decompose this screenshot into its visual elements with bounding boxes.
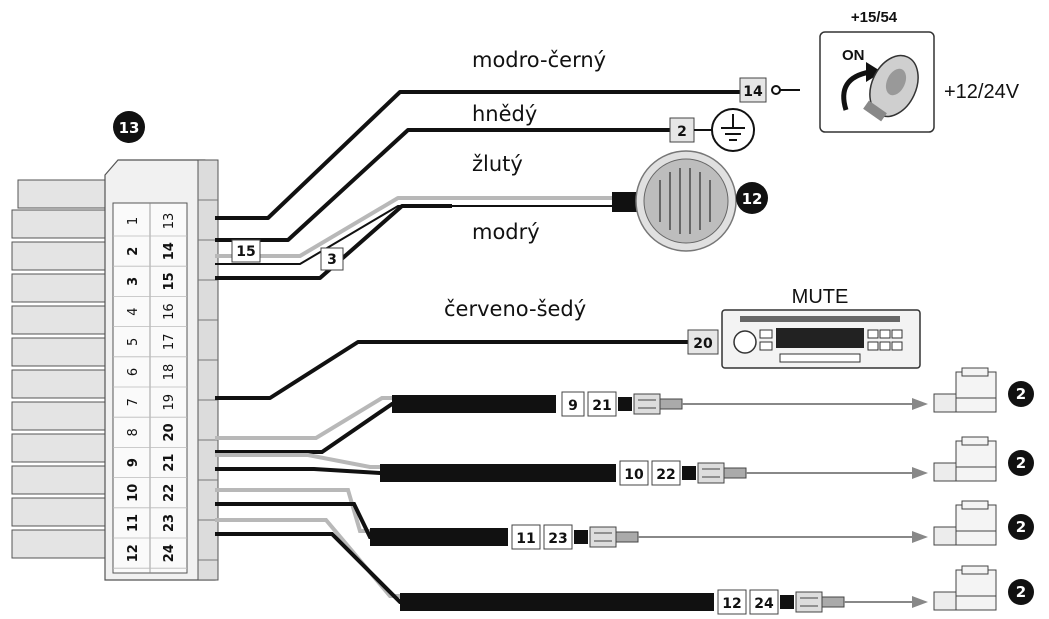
ground-icon xyxy=(694,108,755,152)
tag-15: 15 xyxy=(236,244,255,260)
harness-tag-b: 24 xyxy=(754,596,774,612)
sensor-harness: 11 23 2 xyxy=(215,488,1034,550)
arrow-head xyxy=(912,531,928,543)
sensor-plug-icon xyxy=(933,565,997,611)
tag-14: 14 xyxy=(743,84,763,100)
arrow-head xyxy=(912,398,928,410)
wire-label-red-grey: červeno-šedý xyxy=(444,297,586,321)
cable-sheath xyxy=(400,593,714,611)
connector-pin-label: 7 xyxy=(126,398,141,406)
harness-tag-b: 21 xyxy=(592,398,611,414)
connector-pins: 1 13 2 14 3 15 4 16 5 17 6 18 7 19 8 20 9 21 10 22 11 23 12 24 xyxy=(113,213,187,569)
connector-pin-label: 12 xyxy=(126,544,141,562)
wire-label-blue-black: modro-černý xyxy=(472,48,606,72)
tag-2: 2 xyxy=(677,124,687,140)
connector-pin-label: 18 xyxy=(162,364,177,381)
radio-unit: MUTE xyxy=(721,286,921,369)
connector-pin-label: 14 xyxy=(162,242,177,260)
connector-pin-label: 17 xyxy=(162,334,177,351)
harness-tag-a: 11 xyxy=(516,531,535,547)
sensor-plug-icon xyxy=(933,367,997,413)
connector-pin-label: 19 xyxy=(162,394,177,411)
radio-mute-label: MUTE xyxy=(792,286,849,308)
cable-sheath xyxy=(392,395,556,413)
connector-housing xyxy=(11,159,219,581)
harness-tag-a: 10 xyxy=(624,467,644,483)
tag-3: 3 xyxy=(327,252,337,268)
connector-pin-label: 11 xyxy=(126,514,141,532)
connector-pin-label: 1 xyxy=(126,217,141,225)
ignition-switch: +15/54 ON +12/24V xyxy=(819,9,1020,133)
key-icon xyxy=(863,54,919,122)
tag-20: 20 xyxy=(693,336,713,352)
connector-pin-label: 16 xyxy=(162,303,177,320)
buzzer: 12 xyxy=(612,150,768,252)
connector-pin-label: 22 xyxy=(162,484,177,502)
sensor-harness: 9 21 2 xyxy=(215,367,1034,454)
connector-pin-label: 3 xyxy=(126,277,141,286)
connector-badge-label: 13 xyxy=(119,119,140,137)
sensor-badge xyxy=(1008,381,1034,407)
sensor-badge-label: 2 xyxy=(1016,385,1026,403)
sensor-badge-label: 2 xyxy=(1016,454,1026,472)
wire-label-brown: hnědý xyxy=(472,102,537,126)
sensor-badge-label: 2 xyxy=(1016,583,1026,601)
wire-labels: modro-černý hnědý žlutý modrý červeno-še… xyxy=(444,48,606,321)
sensor-badge-label: 2 xyxy=(1016,518,1026,536)
cable-sheath xyxy=(370,528,508,546)
buzzer-badge-label: 12 xyxy=(742,190,763,208)
connector-pin-label: 15 xyxy=(162,272,177,290)
wire-label-yellow: žlutý xyxy=(472,152,523,176)
cable-sheath xyxy=(380,464,616,482)
connector-badge: 13 xyxy=(113,111,145,143)
connector-pin-label: 10 xyxy=(126,484,141,502)
connector-pin-label: 24 xyxy=(162,544,177,562)
sensor-badge xyxy=(1008,450,1034,476)
connector-pin-label: 20 xyxy=(162,423,177,441)
harness-tag-a: 9 xyxy=(568,398,578,414)
connector-pin-label: 13 xyxy=(162,213,177,230)
ignition-voltage-label: +12/24V xyxy=(944,81,1020,103)
plug-connector xyxy=(697,462,725,484)
upper-tags: 14 2 15 3 20 xyxy=(231,77,800,355)
connector-pin-label: 21 xyxy=(162,454,177,472)
ignition-terminal-label: +15/54 xyxy=(851,9,898,26)
sensor-badge xyxy=(1008,579,1034,605)
connector-pin-label: 9 xyxy=(126,458,141,467)
connector-pin-label: 6 xyxy=(126,368,141,376)
connector-pin-label: 23 xyxy=(162,514,177,532)
connector-pin-label: 8 xyxy=(126,428,141,436)
arrow-head xyxy=(912,596,928,608)
plug-connector xyxy=(589,526,617,548)
harness-tag-a: 12 xyxy=(722,596,741,612)
sensor-plug-icon xyxy=(933,436,997,482)
plug-connector xyxy=(795,591,823,613)
connector-pin-label: 5 xyxy=(126,338,141,346)
sensor-badge xyxy=(1008,514,1034,540)
harness-tag-b: 22 xyxy=(656,467,675,483)
arrow-head xyxy=(912,467,928,479)
plug-connector xyxy=(633,393,661,415)
sensor-harness: 12 24 2 xyxy=(215,518,1034,615)
connector-pin-label: 4 xyxy=(126,307,141,315)
ignition-on-label: ON xyxy=(842,47,865,64)
connector-pin-label: 2 xyxy=(126,247,141,256)
wire-label-blue: modrý xyxy=(472,220,540,244)
sensor-plug-icon xyxy=(933,500,997,546)
harness-tag-b: 23 xyxy=(548,531,567,547)
